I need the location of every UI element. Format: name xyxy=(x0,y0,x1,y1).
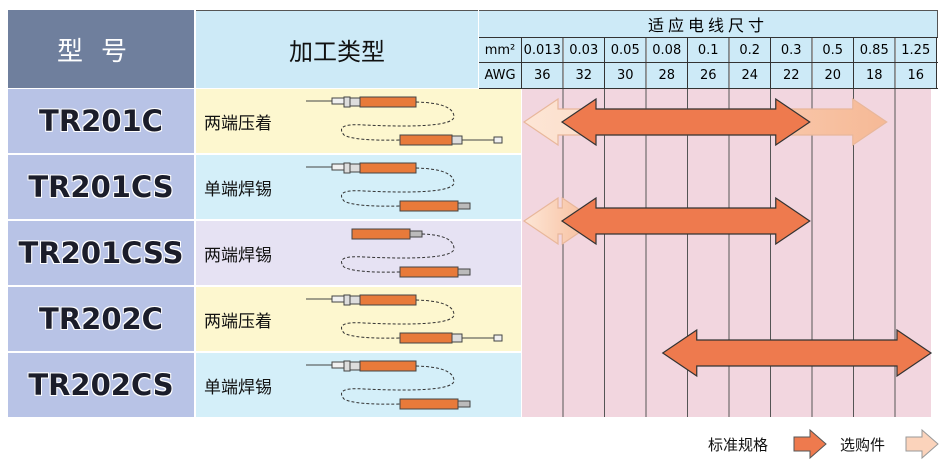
size-mm2-cell: 0.1 xyxy=(688,38,729,62)
size-mm2-cell: 0.3 xyxy=(771,38,812,62)
standard-range-arrow xyxy=(560,97,811,147)
size-mm2-cell: 0.2 xyxy=(729,38,770,62)
process-label: 两端焊锡 xyxy=(204,246,272,266)
size-awg-cell: 16 xyxy=(895,63,936,88)
process-cell: 两端焊锡 xyxy=(196,221,521,285)
header-process-type: 加工类型 xyxy=(196,10,478,88)
size-mm2-cell: 1.25 xyxy=(895,38,936,62)
size-awg-cell: 24 xyxy=(729,63,770,88)
process-cell: 两端压着 xyxy=(196,287,521,351)
process-cell: 两端压着 xyxy=(196,89,521,153)
header-model: 型号 xyxy=(8,10,194,88)
process-cell: 单端焊锡 xyxy=(196,155,521,219)
process-label: 单端焊锡 xyxy=(204,180,272,200)
size-awg-cell: 22 xyxy=(771,63,812,88)
process-label: 单端焊锡 xyxy=(204,378,272,398)
legend-standard-arrow-icon xyxy=(793,428,827,460)
process-label: 两端压着 xyxy=(204,114,272,134)
standard-range-arrow xyxy=(560,196,811,246)
grid-background xyxy=(522,89,931,417)
model-cell: TR202CS xyxy=(8,353,194,417)
wire-illustration-icon xyxy=(306,294,503,344)
size-mm2-cell: 0.85 xyxy=(854,38,895,62)
legend-optional-label: 选购件 xyxy=(840,436,886,454)
wire-illustration-icon xyxy=(306,96,503,146)
legend-standard-label: 标准规格 xyxy=(708,436,769,454)
size-mm2-cell: 0.05 xyxy=(605,38,646,62)
size-mm2-cell: 0.5 xyxy=(812,38,853,62)
wire-illustration-icon xyxy=(306,162,471,212)
process-label: 两端压着 xyxy=(204,312,272,332)
size-awg-cell: 36 xyxy=(522,63,563,88)
legend: 标准规格 选购件 xyxy=(708,428,939,460)
model-cell: TR201CS xyxy=(8,155,194,219)
model-cell: TR202C xyxy=(8,287,194,351)
process-cell: 单端焊锡 xyxy=(196,353,521,417)
size-awg-cell: 18 xyxy=(854,63,895,88)
standard-range-arrow xyxy=(661,328,933,378)
size-awg-cell: 28 xyxy=(646,63,687,88)
size-mm2-cell: 0.08 xyxy=(646,38,687,62)
mm2-unit-label: mm² xyxy=(479,38,521,62)
size-mm2-cell: 0.03 xyxy=(563,38,604,62)
model-cell: TR201C xyxy=(8,89,194,153)
size-mm2-cell: 0.013 xyxy=(522,38,563,62)
wire-illustration-icon xyxy=(341,228,471,278)
wire-illustration-icon xyxy=(306,360,471,410)
model-cell: TR201CSS xyxy=(8,221,194,285)
size-awg-cell: 30 xyxy=(605,63,646,88)
size-awg-cell: 26 xyxy=(688,63,729,88)
legend-optional-arrow-icon xyxy=(905,428,939,460)
size-awg-cell: 32 xyxy=(563,63,604,88)
awg-unit-label: AWG xyxy=(479,63,521,88)
size-awg-cell: 20 xyxy=(812,63,853,88)
header-wire-size: 适应电线尺寸 xyxy=(479,10,938,37)
